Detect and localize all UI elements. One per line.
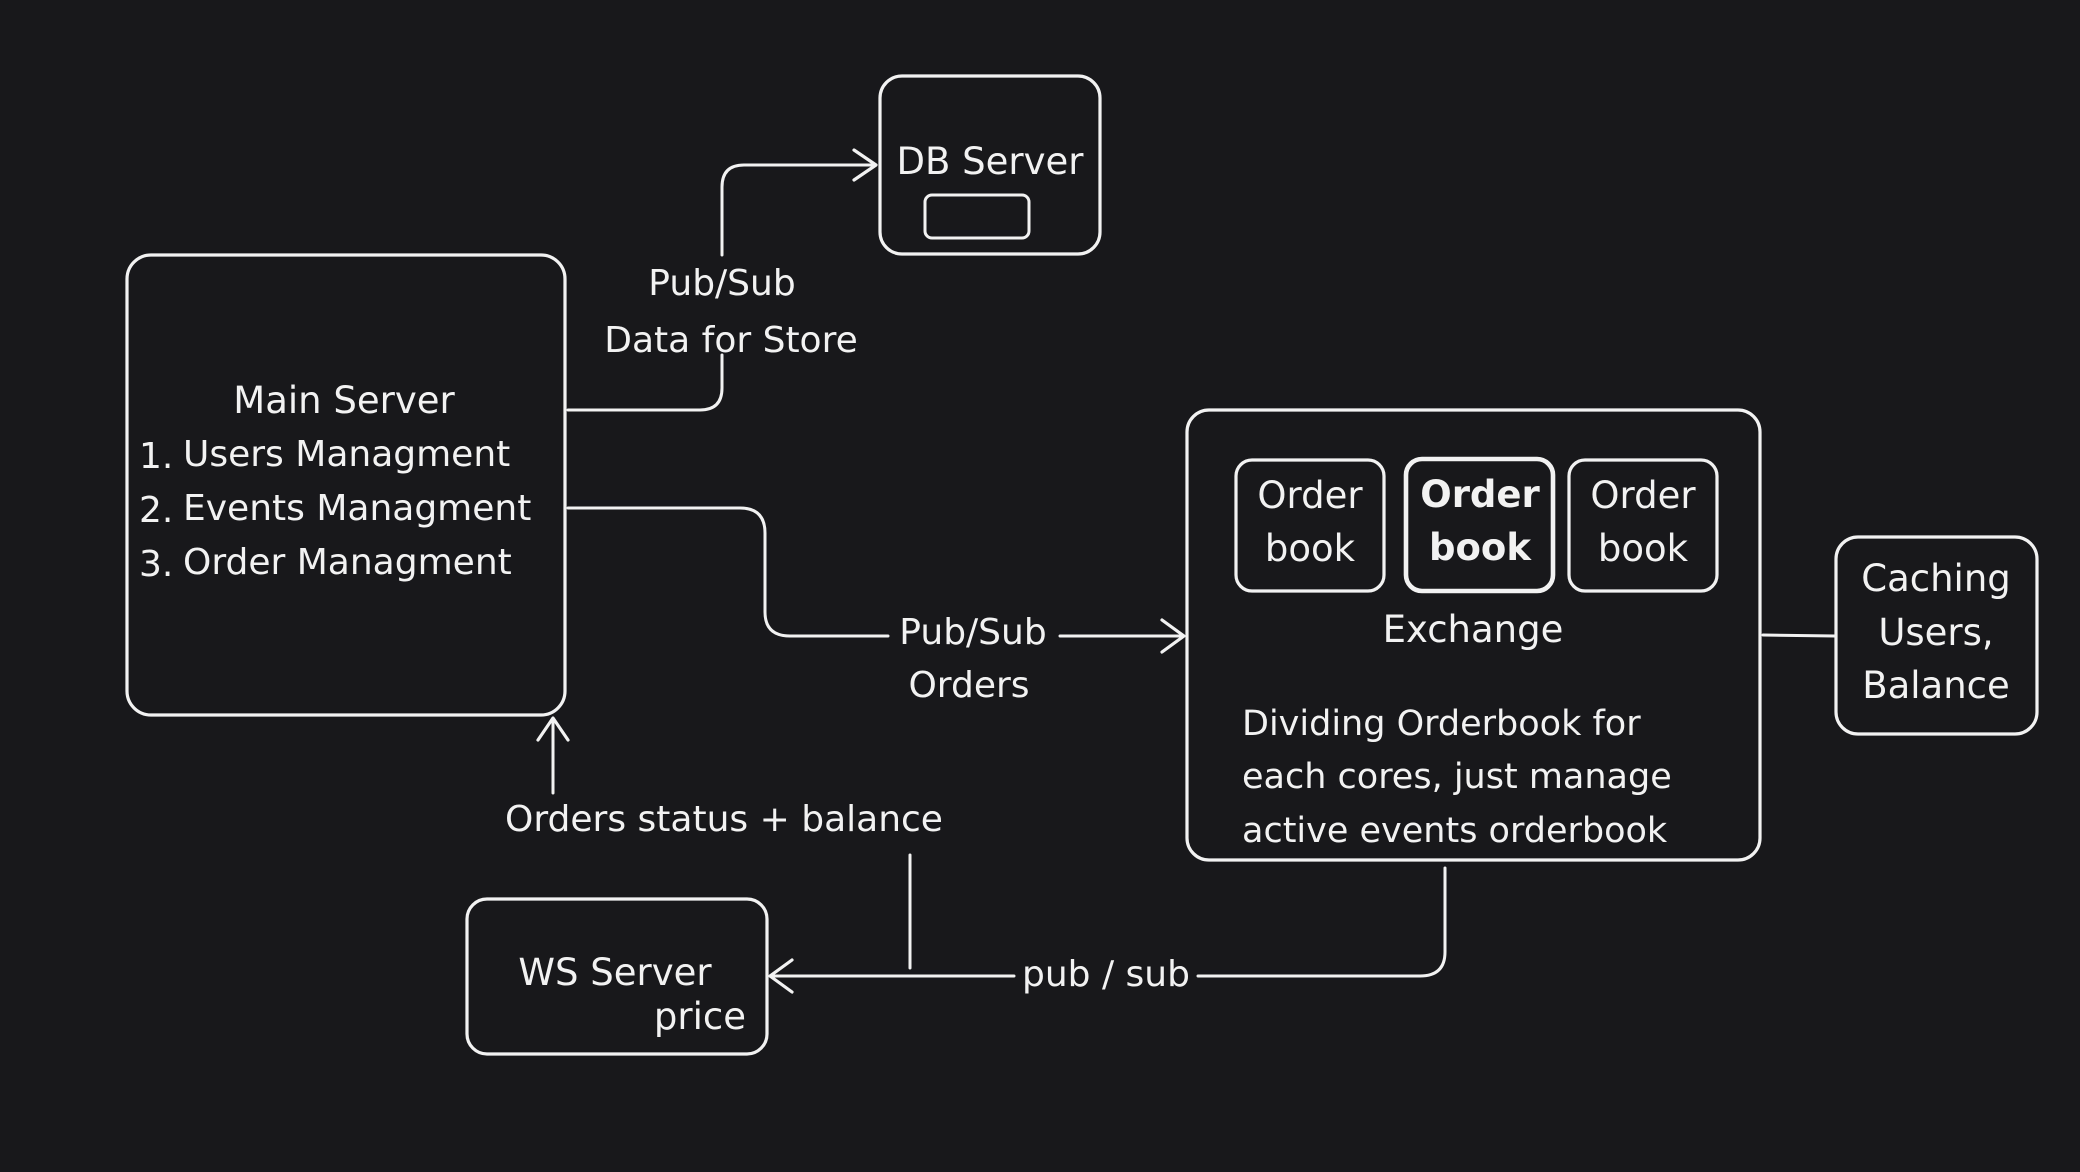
connector-exchange-to-caching bbox=[1761, 633, 1837, 638]
db-storage-icon bbox=[923, 193, 1031, 240]
orderbook-1-node: Order book bbox=[1234, 458, 1386, 593]
main-server-item-3-number: 3. bbox=[139, 544, 173, 585]
arrowhead-exchange bbox=[1160, 618, 1186, 654]
arrowhead-main bbox=[536, 716, 570, 742]
exchange-description-line-1: Dividing Orderbook for bbox=[1242, 704, 1641, 744]
caching-node: Caching Users, Balance bbox=[1834, 535, 2039, 736]
edge-ws-main-label: Orders status + balance bbox=[505, 799, 943, 840]
exchange-description-line-2: each cores, just manage bbox=[1242, 757, 1672, 797]
arrowhead-db bbox=[852, 148, 878, 182]
arrowhead-ws bbox=[768, 958, 794, 994]
main-server-item-3-text: Order Managment bbox=[183, 542, 512, 583]
db-server-node: DB Server bbox=[878, 74, 1102, 256]
main-server-title: Main Server bbox=[233, 379, 455, 422]
ws-server-node: WS Server price bbox=[465, 897, 769, 1056]
caching-line-1: Caching bbox=[1861, 557, 2011, 600]
edge-main-db-label-line-1: Pub/Sub bbox=[648, 263, 795, 304]
db-server-title: DB Server bbox=[897, 140, 1085, 183]
caching-line-2: Users, bbox=[1878, 611, 1993, 654]
connector-exchange-to-ws bbox=[768, 866, 1447, 978]
caching-line-3: Balance bbox=[1862, 664, 2010, 707]
edge-exchange-ws-label: pub / sub bbox=[1022, 954, 1190, 995]
edge-main-db-label-line-2: Data for Store bbox=[604, 320, 858, 361]
main-server-item-1-text: Users Managment bbox=[183, 434, 510, 475]
main-server-item-2-number: 2. bbox=[139, 490, 173, 531]
edge-main-exchange-label-line-1: Pub/Sub bbox=[899, 612, 1046, 653]
main-server-item-1-number: 1. bbox=[139, 436, 173, 477]
edge-main-exchange-label-line-2: Orders bbox=[908, 665, 1029, 706]
orderbook-1-line-1: Order bbox=[1257, 474, 1363, 517]
orderbook-3-line-2: book bbox=[1598, 527, 1689, 570]
orderbook-2-line-1: Order bbox=[1420, 473, 1540, 516]
main-server-item-2-text: Events Managment bbox=[183, 488, 531, 529]
connector-main-to-db bbox=[566, 163, 876, 412]
ws-server-title: WS Server bbox=[518, 951, 712, 994]
exchange-description-line-3: active events orderbook bbox=[1242, 811, 1668, 851]
main-server-node: Main Server 1. Users Managment 2. Events… bbox=[125, 253, 567, 717]
exchange-node: Exchange Dividing Orderbook for each cor… bbox=[1185, 408, 1762, 862]
orderbook-2-node: Order book bbox=[1403, 456, 1556, 594]
orderbook-1-line-2: book bbox=[1265, 527, 1356, 570]
orderbook-3-node: Order book bbox=[1567, 458, 1719, 593]
ws-server-subtitle: price bbox=[654, 995, 746, 1038]
exchange-title: Exchange bbox=[1383, 608, 1564, 651]
connector-main-to-exchange bbox=[566, 506, 1184, 638]
orderbook-2-line-2: book bbox=[1429, 526, 1532, 569]
orderbook-3-line-1: Order bbox=[1590, 474, 1696, 517]
